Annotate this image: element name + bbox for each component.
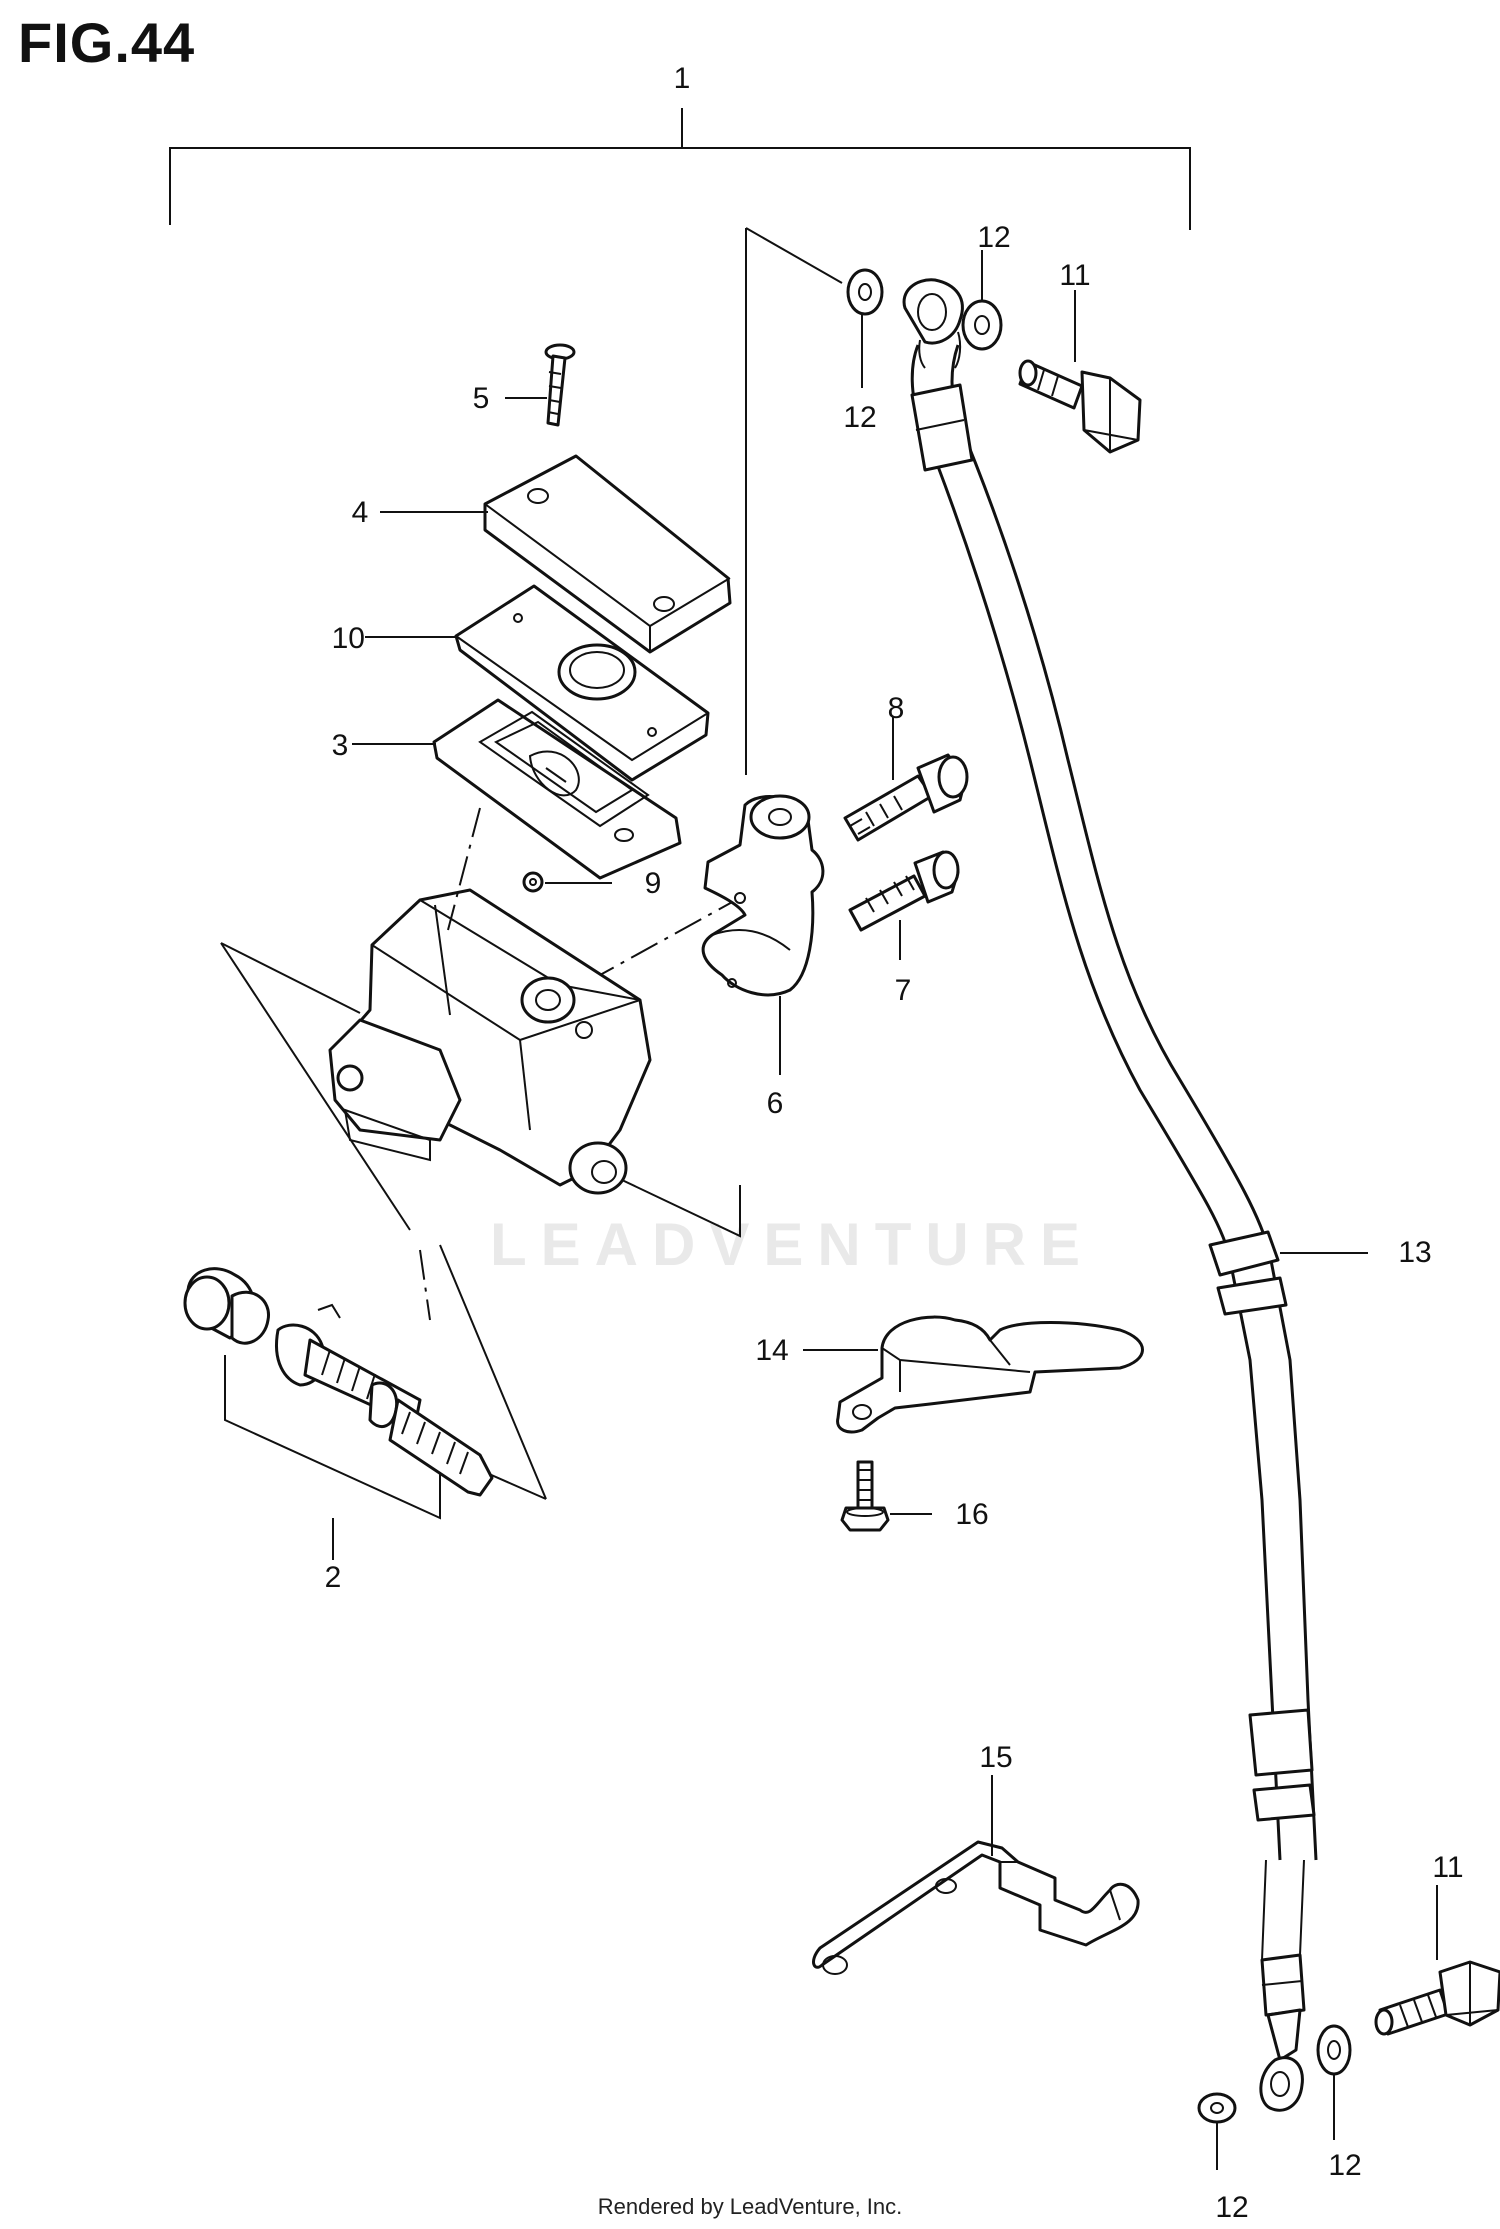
leader-lines [224, 250, 1438, 2170]
callout-13: 13 [1398, 1236, 1431, 1269]
callout-12d: 12 [1215, 2191, 1248, 2224]
callout-12c: 12 [1328, 2149, 1361, 2182]
explode-lines [220, 227, 843, 1500]
callout-4: 4 [352, 496, 369, 529]
callout-1: 1 [674, 62, 691, 95]
callout-12a: 12 [843, 401, 876, 434]
part-9-ring[interactable] [522, 871, 544, 893]
figure-title: FIG.44 [18, 11, 196, 74]
callout-11a: 11 [1059, 259, 1090, 292]
callout-12b: 12 [977, 221, 1010, 254]
watermark: LEADVENTURE [490, 1211, 1095, 1278]
part-14-hose-clamp[interactable] [836, 1315, 1144, 1434]
callout-3: 3 [332, 729, 349, 762]
part-12-washer-d[interactable] [1197, 2092, 1237, 2124]
part-16-bolt[interactable] [840, 1460, 890, 1532]
part-12-washer-a[interactable] [846, 268, 884, 316]
part-12-washer-b[interactable] [961, 299, 1003, 351]
callout-5: 5 [473, 382, 490, 415]
part-4-reservoir-cap[interactable] [483, 454, 732, 654]
part-13-brake-hose[interactable] [910, 344, 1318, 2062]
callout-15: 15 [979, 1741, 1012, 1774]
banjo-fitting-bottom [1259, 2056, 1304, 2112]
callout-10: 10 [332, 622, 365, 655]
part-5-screw[interactable] [544, 343, 576, 427]
callout-2: 2 [325, 1561, 342, 1594]
callout-16: 16 [955, 1498, 988, 1531]
banjo-fitting-top [902, 278, 964, 369]
callout-9: 9 [645, 867, 662, 900]
callout-14: 14 [755, 1334, 788, 1367]
part-15-bracket[interactable] [812, 1840, 1140, 1975]
part-12-washer-c[interactable] [1316, 2024, 1352, 2076]
part-10-diaphragm-plate[interactable] [454, 584, 710, 782]
callout-11b: 11 [1432, 1851, 1463, 1884]
callout-7: 7 [895, 974, 912, 1007]
assembly-bracket [169, 108, 1191, 230]
part-6-holder-clamp[interactable] [701, 794, 825, 997]
footer-credit: Rendered by LeadVenture, Inc. [597, 2194, 903, 2219]
part-2-piston-kit[interactable] [183, 1267, 494, 1497]
part-11-union-bolt-top[interactable] [1018, 359, 1142, 454]
callout-6: 6 [767, 1087, 784, 1120]
callout-labels: 1 5 4 10 3 9 6 8 7 2 12 12 11 13 14 16 1… [325, 62, 1464, 2224]
part-7-bolt[interactable] [848, 850, 960, 932]
part-8-bolt[interactable] [843, 753, 969, 842]
callout-8: 8 [888, 692, 905, 725]
part-3-diaphragm[interactable] [432, 698, 682, 880]
part-11-union-bolt-bottom[interactable] [1374, 1960, 1500, 2036]
master-cylinder-body [328, 888, 652, 1195]
